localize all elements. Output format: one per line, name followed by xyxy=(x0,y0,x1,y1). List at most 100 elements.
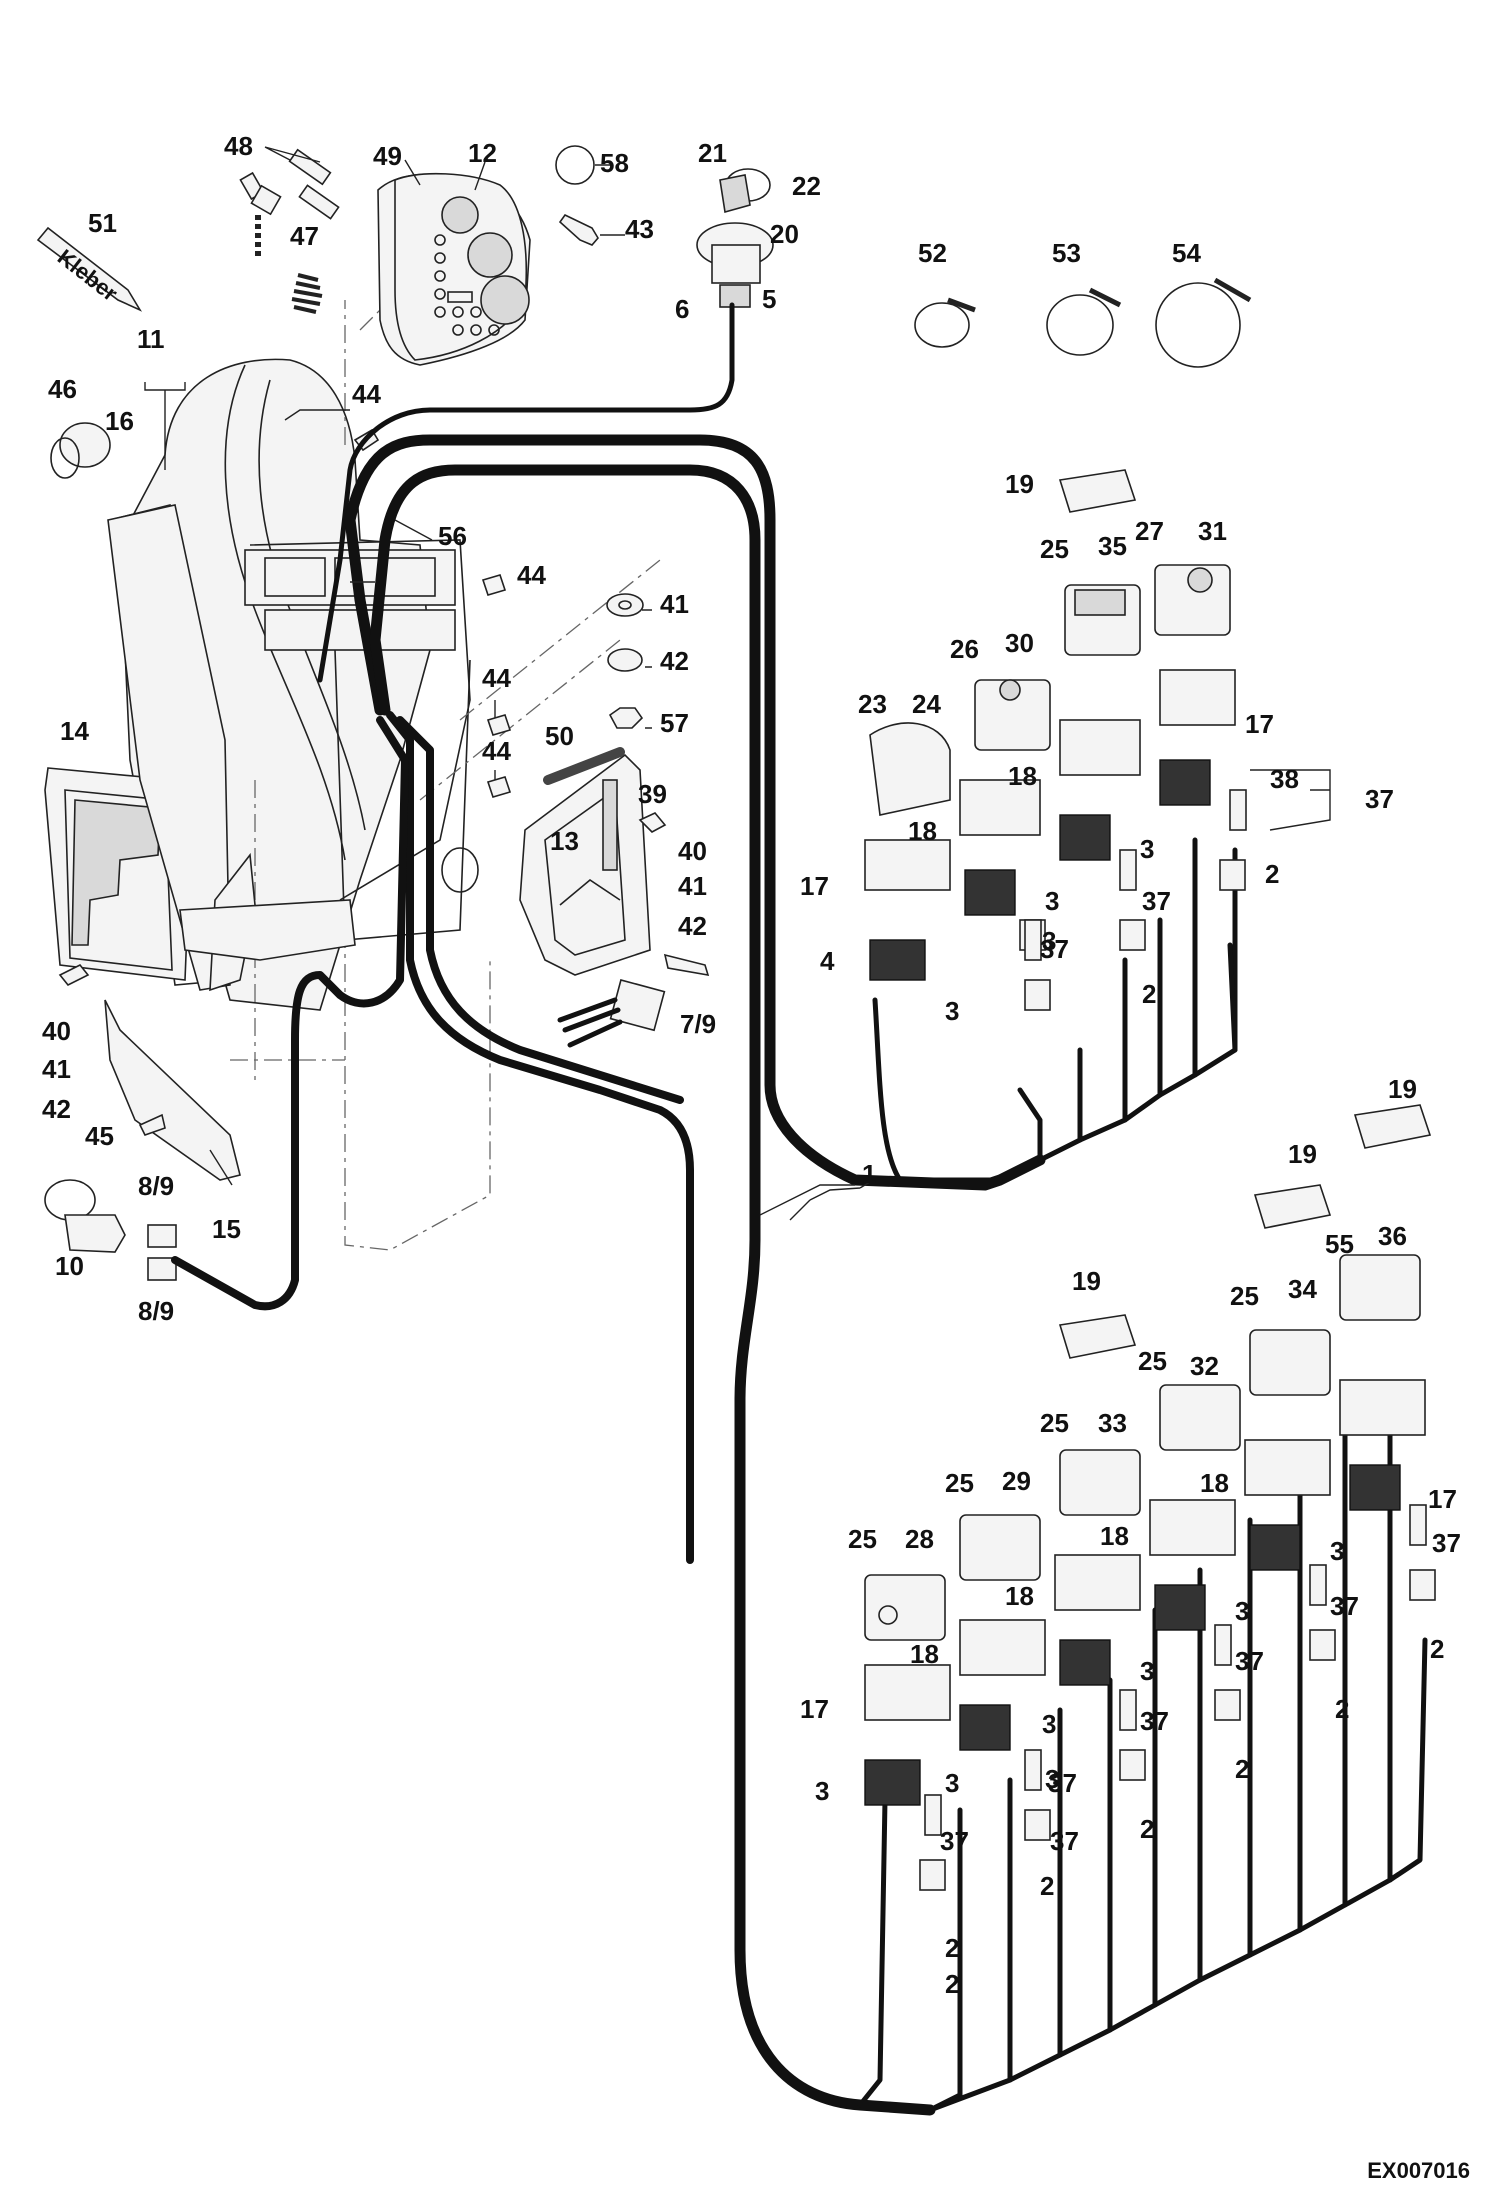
label-2-g: 2 xyxy=(1040,1871,1054,1901)
cable-ties xyxy=(914,277,1252,368)
label-42-a: 42 xyxy=(660,646,689,676)
upper-branch-wires xyxy=(872,837,1238,1183)
label-28: 28 xyxy=(905,1524,934,1554)
label-54: 54 xyxy=(1172,238,1201,268)
glue-tube-icon: Kleber xyxy=(36,226,143,312)
label-35: 35 xyxy=(1098,531,1127,561)
cover-plate xyxy=(104,999,241,1181)
label-3-g: 3 xyxy=(1140,1656,1154,1686)
hardware-fasteners xyxy=(58,428,710,1136)
label-20: 20 xyxy=(770,219,799,249)
label-17-d: 17 xyxy=(800,1694,829,1724)
label-56: 56 xyxy=(438,521,467,551)
label-10: 10 xyxy=(55,1251,84,1281)
label-36: 36 xyxy=(1378,1221,1407,1251)
label-2-b: 2 xyxy=(1142,979,1156,1009)
label-4: 4 xyxy=(820,946,835,976)
label-3-b: 3 xyxy=(1045,886,1059,916)
screw xyxy=(558,213,599,246)
label-30: 30 xyxy=(1005,628,1034,658)
label-3-a: 3 xyxy=(1140,834,1154,864)
label-17-c: 17 xyxy=(1428,1484,1457,1514)
label-6: 6 xyxy=(675,294,689,324)
label-39: 39 xyxy=(638,779,667,809)
lower-skirt xyxy=(179,899,356,961)
label-18-c: 18 xyxy=(1200,1468,1229,1498)
label-18-a: 18 xyxy=(1008,761,1037,791)
label-5: 5 xyxy=(762,284,776,314)
label-8-9-b: 8/9 xyxy=(138,1296,174,1326)
spring xyxy=(291,273,323,314)
lower-switch-group xyxy=(864,1104,1436,1891)
label-37-b: 37 xyxy=(1142,886,1171,916)
label-2-e: 2 xyxy=(1235,1754,1249,1784)
label-3-j: 3 xyxy=(815,1776,829,1806)
label-23: 23 xyxy=(858,689,887,719)
label-29: 29 xyxy=(1002,1466,1031,1496)
label-26: 26 xyxy=(950,634,979,664)
label-2-f: 2 xyxy=(1140,1814,1154,1844)
label-3-e: 3 xyxy=(1330,1536,1344,1566)
label-25-e: 25 xyxy=(945,1468,974,1498)
label-25-c: 25 xyxy=(1138,1346,1167,1376)
label-3-h: 3 xyxy=(1042,1709,1056,1739)
label-50: 50 xyxy=(545,721,574,751)
ignition-switch xyxy=(696,168,774,308)
label-37-f: 37 xyxy=(1235,1646,1264,1676)
label-37-h: 37 xyxy=(1048,1768,1077,1798)
lower-branch-wires xyxy=(857,1387,1428,2113)
label-31: 31 xyxy=(1198,516,1227,546)
label-40-a: 40 xyxy=(678,836,707,866)
label-2-d: 2 xyxy=(1335,1694,1349,1724)
label-3-k: 3 xyxy=(945,1768,959,1798)
drawing-reference-code: EX007016 xyxy=(1367,2158,1470,2183)
rear-panel-outline xyxy=(344,930,491,1251)
label-15: 15 xyxy=(212,1214,241,1244)
label-17-b: 17 xyxy=(800,871,829,901)
tube-lettering: Kleber xyxy=(53,244,123,306)
label-2-h: 2 xyxy=(945,1933,959,1963)
label-17-a: 17 xyxy=(1245,709,1274,739)
label-3-i: 3 xyxy=(1045,1764,1059,1794)
label-48: 48 xyxy=(224,131,253,161)
label-14: 14 xyxy=(60,716,89,746)
mounting-plate xyxy=(519,753,651,976)
label-41-a: 41 xyxy=(660,589,689,619)
label-37-e: 37 xyxy=(1330,1591,1359,1621)
label-22: 22 xyxy=(792,171,821,201)
label-37-i: 37 xyxy=(940,1826,969,1856)
seal-strip xyxy=(543,747,625,785)
label-45: 45 xyxy=(85,1121,114,1151)
buzzer-coil xyxy=(44,1179,177,1281)
o-ring xyxy=(555,145,595,185)
label-19-c: 19 xyxy=(1288,1139,1317,1169)
label-51: 51 xyxy=(88,208,117,238)
label-55: 55 xyxy=(1325,1229,1354,1259)
label-38: 38 xyxy=(1270,764,1299,794)
label-11: 11 xyxy=(137,324,165,354)
connector-block xyxy=(557,979,666,1048)
bracket xyxy=(107,504,231,991)
label-1: 1 xyxy=(862,1159,876,1189)
speaker-panel xyxy=(377,172,531,366)
label-33: 33 xyxy=(1098,1408,1127,1438)
label-58: 58 xyxy=(600,148,629,178)
label-46: 46 xyxy=(48,374,77,404)
label-53: 53 xyxy=(1052,238,1081,268)
label-25-f: 25 xyxy=(848,1524,877,1554)
label-25-a: 25 xyxy=(1040,534,1069,564)
label-44-a: 44 xyxy=(352,379,381,409)
label-21: 21 xyxy=(698,138,727,168)
label-8-9-a: 8/9 xyxy=(138,1171,174,1201)
label-57: 57 xyxy=(660,708,689,738)
label-37-j: 37 xyxy=(1050,1826,1079,1856)
label-7-9: 7/9 xyxy=(680,1009,716,1039)
label-25-b: 25 xyxy=(1230,1281,1259,1311)
connector-pins xyxy=(239,148,340,260)
label-40-b: 40 xyxy=(42,1016,71,1046)
label-52: 52 xyxy=(918,238,947,268)
label-44-c: 44 xyxy=(482,663,511,693)
label-2-a: 2 xyxy=(1265,859,1279,889)
label-37-g: 37 xyxy=(1140,1706,1169,1736)
label-47: 47 xyxy=(290,221,319,251)
